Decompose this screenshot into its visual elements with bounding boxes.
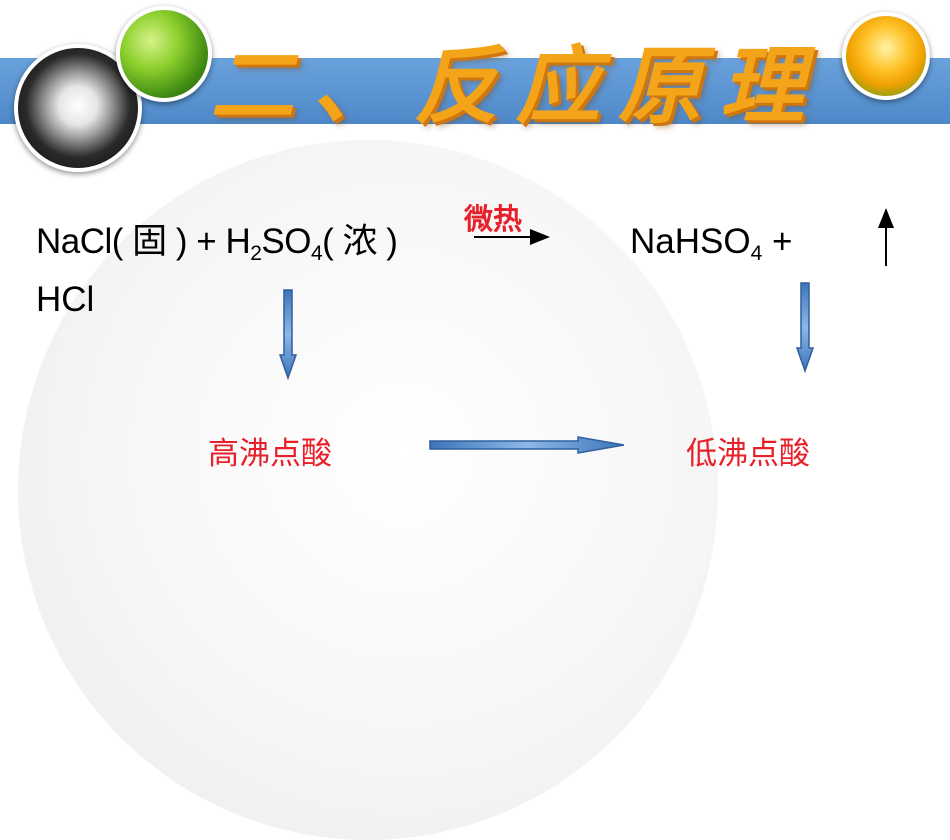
down-arrow-right [795,282,815,374]
reactants: NaCl( 固 ) + H2SO4( 浓 ) [36,222,398,265]
products: NaHSO4 + [630,224,792,264]
reactant-text-3: ( 浓 ) [322,222,398,261]
horizontal-arrow [429,436,625,454]
reactant-text-2: SO [261,222,311,261]
reaction-condition: 微热 [464,202,523,236]
product-hcl: HCl [36,280,95,319]
flower-photo-icon [842,12,930,100]
subscript-nahso4: 4 [750,242,763,265]
slide-title: 二、反应原理 [210,35,823,135]
reactant-text-1: NaCl( 固 ) + H [36,222,251,261]
product-text-1: NaHSO [630,222,751,261]
high-boiling-acid-label: 高沸点酸 [208,436,332,472]
leaf-photo-icon [116,6,212,102]
subscript-so4: 4 [310,242,323,265]
product-text-2: + [762,222,793,261]
diagram-arrows [278,208,894,454]
low-boiling-acid-label: 低沸点酸 [686,436,810,472]
down-arrow-left [278,289,298,381]
subscript-h2: 2 [250,242,262,265]
